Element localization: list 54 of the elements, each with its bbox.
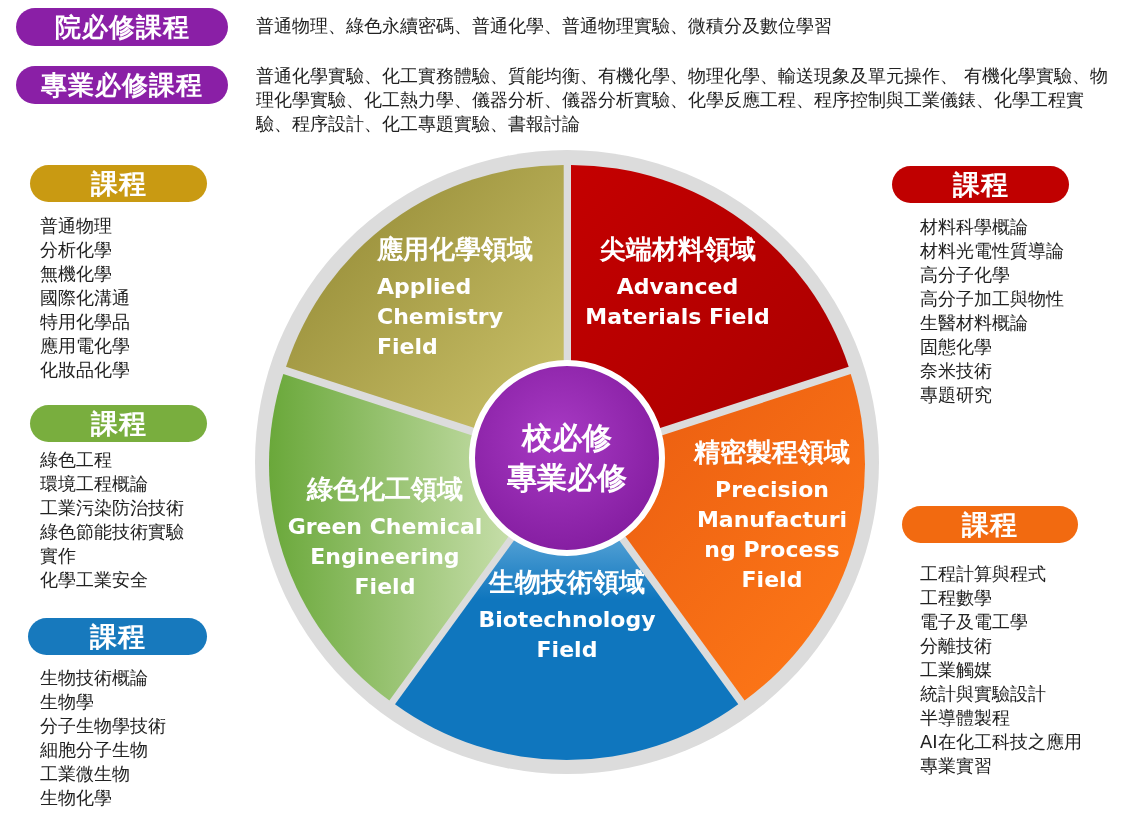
course-item: 細胞分子生物 [40,738,149,762]
field-title: 綠色化工領域 [305,473,464,506]
course-item: 化學工業安全 [40,568,149,592]
course-item: 工業污染防治技術 [40,496,184,520]
course-item: 分離技術 [920,634,993,658]
course-item: 高分子化學 [920,263,1011,287]
category-pill: 課程 [30,405,207,442]
field-title: 尖端材料領域 [598,233,757,266]
course-item: 高分子加工與物性 [920,287,1064,311]
field-title: 生物技術領域 [487,566,646,599]
course-item: 工程計算與程式 [920,562,1047,586]
category-pill: 專業必修課程 [16,66,228,104]
field-title: 應用化學領域 [377,233,534,266]
course-item: 固態化學 [920,335,993,359]
course-item: 應用電化學 [40,334,130,358]
course-item: 無機化學 [40,262,113,286]
course-item: 化妝品化學 [40,358,130,382]
course-item: 專題研究 [920,383,993,407]
course-item: AI在化工科技之應用 [920,730,1082,754]
field-subtitle: Precision Manufacturing Process Field [695,476,849,594]
course-item: 奈米技術 [920,359,993,383]
course-item: 電子及電工學 [920,610,1029,634]
course-item: 生物學 [40,690,95,714]
category-pill: 課程 [892,166,1069,203]
course-item: 半導體製程 [920,706,1011,730]
field-title: 精密製程領域 [692,436,851,469]
course-item: 普通物理 [40,214,113,238]
field-subtitle: Advanced Materials Field [584,273,771,331]
course-item: 生物技術概論 [40,666,149,690]
course-item: 材料科學概論 [920,215,1029,239]
field-subtitle: Applied Chemistry Field [377,273,504,361]
course-item: 實作 [40,544,77,568]
course-item: 國際化溝通 [40,286,130,310]
course-list-text: 普通化學實驗、化工實務體驗、質能均衡、有機化學、物理化學、輸送現象及單元操作、 有機化學實驗、物理化學實驗、化工熱力學、儀器分析、儀器分析實驗、化學反應工程、程序控制與工業儀錶、化學工程實驗、程序設計、化工專題實驗、書報討論 [256,64,1109,136]
course-item: 工程數學 [920,586,993,610]
course-item: 分析化學 [40,238,113,262]
course-item: 工業微生物 [40,762,131,786]
category-pill: 課程 [902,506,1078,543]
course-item: 特用化學品 [40,310,130,334]
course-item: 生物化學 [40,786,113,810]
course-item: 生醫材料概論 [920,311,1029,335]
course-item: 分子生物學技術 [40,714,166,738]
course-item: 綠色工程 [40,448,113,472]
category-pill: 課程 [30,165,207,202]
category-pill: 課程 [28,618,207,655]
field-subtitle: Biotechnology Field [477,606,657,664]
course-list-text: 普通物理、綠色永續密碼、普通化學、普通物理實驗、微積分及數位學習 [256,14,833,38]
course-item: 工業觸媒 [920,658,993,682]
course-item: 統計與實驗設計 [920,682,1047,706]
course-item: 環境工程概論 [40,472,149,496]
course-item: 綠色節能技術實驗 [40,520,184,544]
course-item: 專業實習 [920,754,993,778]
course-item: 材料光電性質導論 [920,239,1064,263]
category-pill: 院必修課程 [16,8,228,46]
